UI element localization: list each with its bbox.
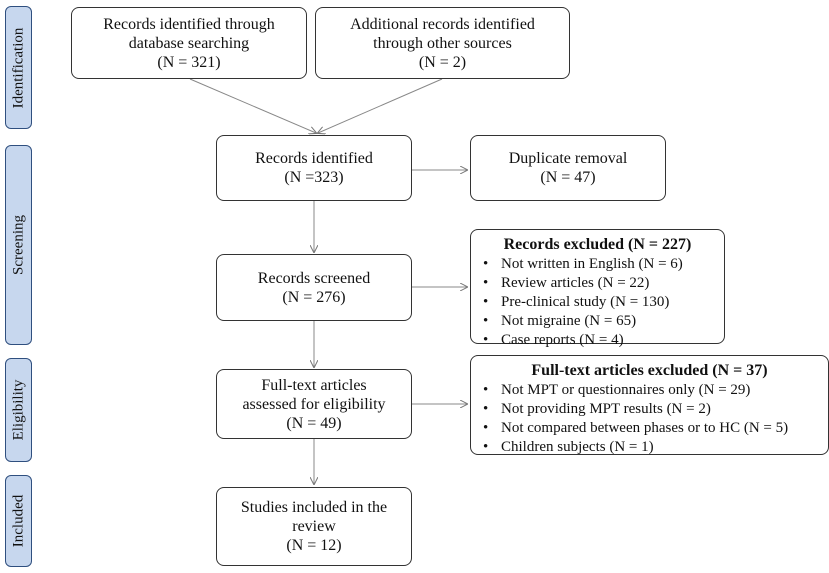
box-database-line2: database searching (128, 34, 250, 52)
box-duplicate-removal: Duplicate removal (N = 47) (470, 135, 666, 201)
arrow-database-to-identified (189, 78, 316, 133)
list-item: Review articles (N = 22) (481, 274, 714, 293)
box-duplicate-line1: Duplicate removal (508, 150, 628, 167)
box-fulltext-line2: assessed for eligibility (242, 395, 386, 413)
box-records-excluded: Records excluded (N = 227) Not written i… (470, 229, 725, 350)
list-item: Pre-clinical study (N = 130) (481, 293, 714, 312)
box-other-count: (N = 2) (418, 53, 467, 71)
box-fulltext-line1: Full-text articles (261, 376, 367, 394)
records-excluded-title: Records excluded (N = 227) (503, 236, 692, 253)
box-database-count: (N = 321) (157, 53, 221, 71)
box-database-line1: Records identified through (103, 15, 275, 33)
box-screened-line1: Records screened (257, 269, 371, 287)
stage-included: Included (5, 475, 32, 567)
box-included-line2: review (292, 518, 336, 535)
box-identified-line1: Records identified (255, 150, 373, 167)
list-item: Not providing MPT results (N = 2) (481, 400, 818, 419)
box-database-search: Records identified through database sear… (71, 7, 307, 79)
stage-eligibility: Eligibility (5, 358, 32, 462)
box-records-identified: Records identified (N =323) (216, 135, 412, 201)
box-identified-count: (N =323) (284, 169, 344, 186)
stage-screening: Screening (5, 145, 32, 345)
box-fulltext-excluded: Full-text articles excluded (N = 37) Not… (470, 355, 829, 457)
list-item: Children subjects (N = 1) (481, 438, 818, 457)
box-other-line2: through other sources (373, 34, 512, 52)
box-screened-count: (N = 276) (282, 288, 346, 306)
box-included-line1: Studies included in the (240, 499, 388, 516)
records-excluded-list: Not written in English (N = 6) Review ar… (481, 255, 714, 350)
list-item: Not MPT or questionnaires only (N = 29) (481, 381, 818, 400)
stage-identification: Identification (5, 6, 32, 129)
box-other-sources: Additional records identified through ot… (315, 7, 570, 79)
list-item: Not written in English (N = 6) (481, 255, 714, 274)
fulltext-excluded-title: Full-text articles excluded (N = 37) (531, 362, 768, 379)
arrow-other-to-identified (318, 78, 443, 133)
list-item: Not migraine (N = 65) (481, 312, 714, 331)
box-included-count: (N = 12) (286, 537, 342, 554)
fulltext-excluded-list: Not MPT or questionnaires only (N = 29) … (481, 381, 818, 457)
box-fulltext-count: (N = 49) (286, 414, 342, 432)
box-duplicate-count: (N = 47) (540, 169, 596, 186)
list-item: Case reports (N = 4) (481, 331, 714, 350)
box-records-screened: Records screened (N = 276) (216, 254, 412, 321)
list-item: Not compared between phases or to HC (N … (481, 419, 818, 438)
box-other-line1: Additional records identified (350, 15, 535, 33)
box-fulltext-assessed: Full-text articles assessed for eligibil… (216, 369, 412, 439)
box-studies-included: Studies included in the review (N = 12) (216, 487, 412, 566)
